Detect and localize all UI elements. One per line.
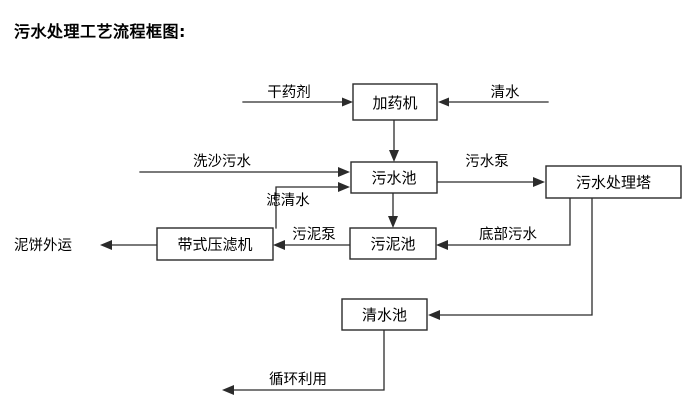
node-label: 污水处理塔	[576, 174, 651, 192]
node-clean-water-pool[interactable]: 清水池	[341, 298, 428, 331]
edge-label-sewage-pump: 污水泵	[465, 153, 509, 170]
edge-label-sludge-pump: 污泥泵	[292, 226, 336, 243]
arrow-head-icon	[438, 97, 449, 107]
edge-label-clean-water-in: 清水	[491, 84, 520, 101]
arrow-head-icon	[342, 97, 353, 107]
edge-label-bottom-sewage: 底部污水	[479, 226, 537, 243]
terminal-label-mud-cake-out: 泥饼外运	[14, 237, 72, 254]
node-box	[341, 298, 428, 331]
edge-line	[441, 197, 571, 246]
edge-label-recycle-use: 循环利用	[269, 371, 327, 388]
node-label: 污泥池	[370, 235, 415, 253]
edge-label-dry-agent: 干药剂	[267, 84, 311, 101]
edge-sewage-pool-to-sludge-pool	[388, 192, 398, 228]
arrow-head-icon	[338, 182, 350, 192]
edge-clean-water-to-dosing-machine	[438, 97, 549, 107]
node-box	[545, 165, 682, 199]
arrow-head-icon	[222, 385, 234, 395]
node-label: 污水池	[371, 169, 416, 187]
node-dosing-machine[interactable]: 加药机	[352, 83, 438, 121]
node-sludge-pool[interactable]: 污泥池	[349, 227, 437, 260]
node-box	[352, 83, 438, 121]
edge-sand-wash-sewage-to-sewage-pool	[139, 167, 350, 177]
edge-filtered-clear-water-to-sewage-pool	[275, 182, 350, 229]
arrow-head-icon	[428, 310, 440, 320]
arrow-head-icon	[533, 177, 545, 187]
node-label: 带式压滤机	[177, 236, 252, 254]
arrow-head-icon	[389, 150, 399, 162]
node-box	[349, 227, 437, 260]
edge-label-filtered-clear-water: 滤清水	[266, 192, 310, 209]
arrow-head-icon	[100, 240, 112, 250]
edge-sewage-pump-to-treatment-tower	[436, 177, 545, 187]
arrow-head-icon	[436, 240, 448, 250]
node-box	[156, 227, 274, 261]
edge-line	[275, 186, 346, 229]
node-treatment-tower[interactable]: 污水处理塔	[545, 165, 682, 199]
edge-line	[433, 197, 593, 316]
node-box	[350, 161, 438, 194]
node-label: 加药机	[372, 94, 417, 112]
edge-bottom-sewage-to-sludge-pool	[436, 197, 571, 250]
edge-line	[227, 329, 385, 391]
page-title: 污水处理工艺流程框图:	[14, 22, 186, 41]
arrow-head-icon	[338, 167, 350, 177]
edge-dry-agent-to-dosing-machine	[242, 97, 353, 107]
edge-dosing-machine-to-sewage-pool	[389, 119, 399, 162]
edge-treatment-tower-to-clean-water-pool	[428, 197, 593, 320]
node-label: 清水池	[362, 306, 407, 324]
edge-sludge-pump-to-belt-filter	[273, 240, 351, 250]
edge-recycle-use-from-clean-water-pool	[222, 329, 385, 395]
arrow-head-icon	[273, 240, 285, 250]
edge-belt-filter-to-mud-cake-out	[100, 240, 158, 250]
node-belt-filter-press[interactable]: 带式压滤机	[156, 227, 274, 261]
arrow-head-icon	[388, 216, 398, 228]
node-sewage-pool[interactable]: 污水池	[350, 161, 438, 194]
edge-label-sand-wash-sewage: 洗沙污水	[193, 153, 251, 170]
